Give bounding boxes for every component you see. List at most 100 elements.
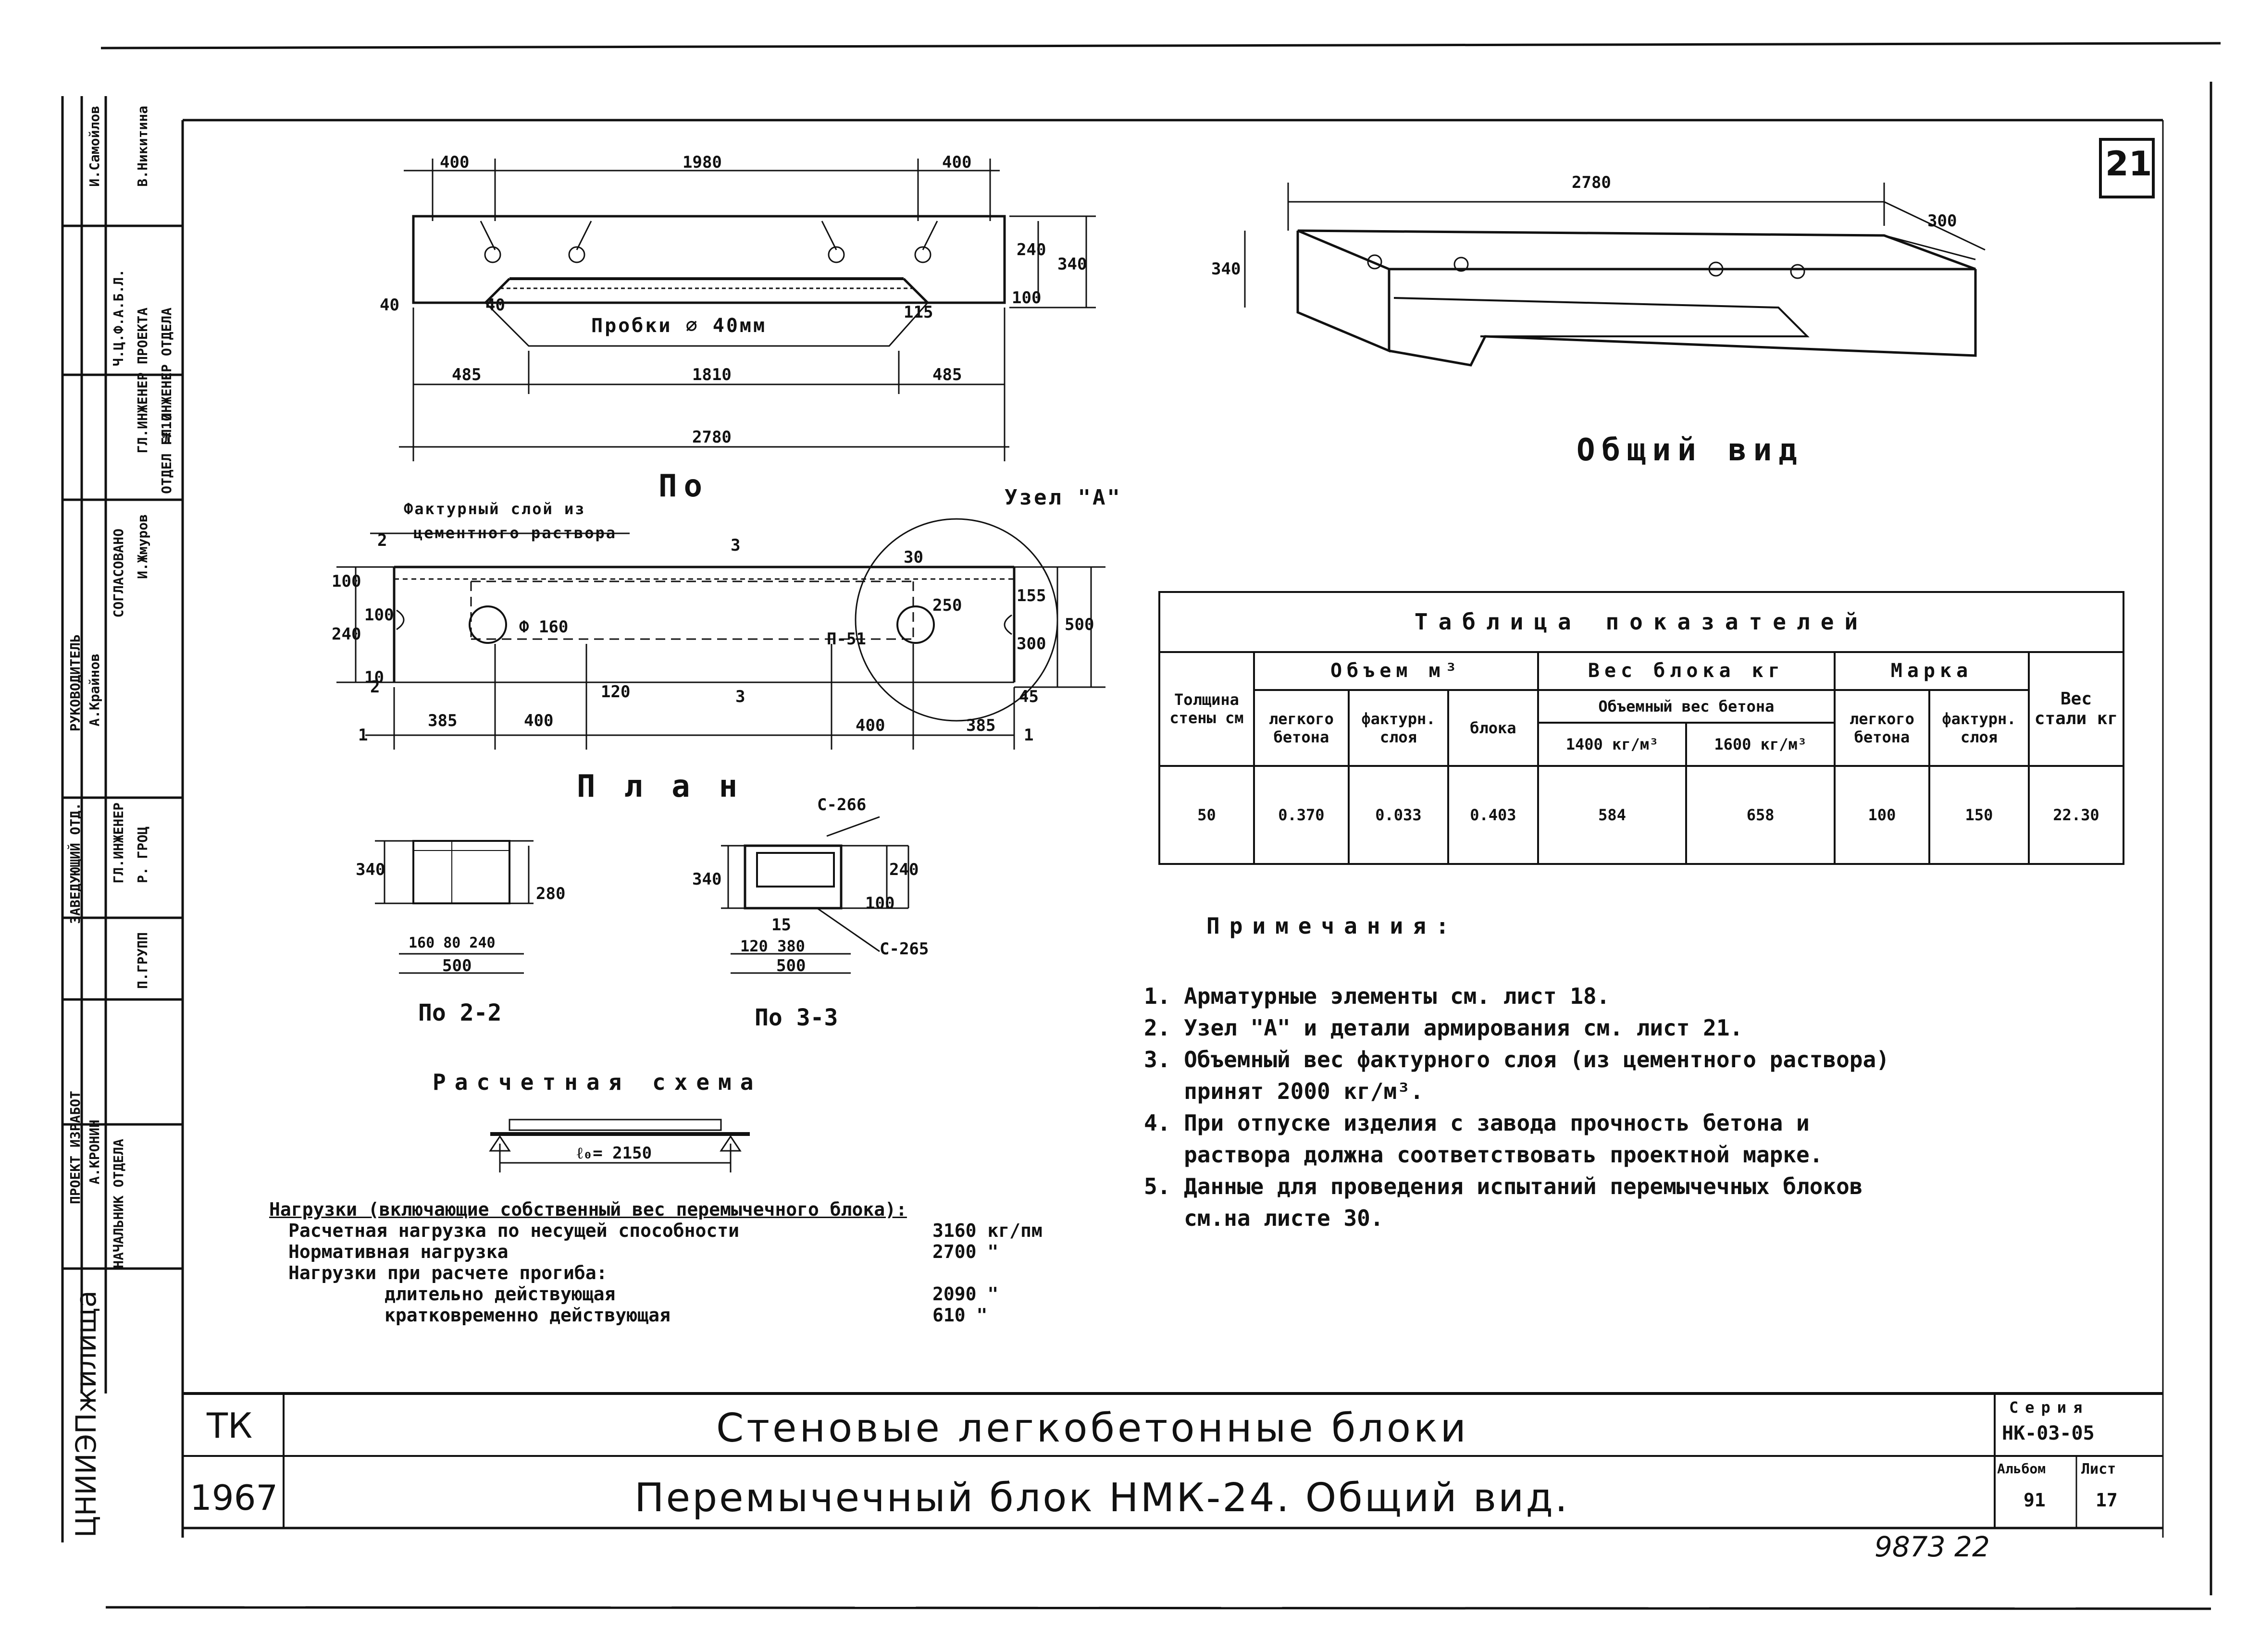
dim-label: 240 — [1017, 240, 1046, 259]
stamp-text: Ч.Ц.Ф.А.Б.Л. — [111, 269, 126, 367]
layer-label: Фактурный слой из — [404, 500, 586, 518]
note-item: 2. Узел "А" и детали армирования см. лис… — [1144, 1015, 1743, 1041]
stamp-text: СОГЛАСОВАНО — [111, 529, 126, 618]
sheet-label: Лист — [2081, 1461, 2116, 1478]
dim-label: 10 — [364, 668, 384, 687]
section-mark: 2 — [377, 531, 387, 550]
dim-label: 385 — [966, 716, 996, 735]
span-label: ℓ₀= 2150 — [577, 1144, 652, 1163]
load-row: кратковременно действующая 610 " — [385, 1305, 1022, 1326]
dim-label: 340 — [356, 860, 385, 879]
th-w1600: 1600 кг/м³ — [1685, 721, 1836, 767]
dim-label: 400 — [856, 716, 885, 735]
dim-label: 115 — [904, 303, 933, 322]
dim-label: 100 — [332, 572, 361, 591]
table-cell: 584 — [1537, 765, 1688, 865]
stamp-text: ГЛ.ИНЖЕНЕР ПРОЕКТА — [135, 308, 150, 454]
notes-heading: Примечания: — [1206, 913, 1459, 939]
dim-label: 385 — [428, 711, 458, 730]
note-item: 3. Объемный вес фактурного слоя (из цеме… — [1144, 1047, 1889, 1073]
table-cell: 658 — [1685, 765, 1836, 865]
th-grade: Марка — [1833, 651, 2030, 691]
dim-label: 30 — [904, 548, 923, 567]
th-grade-facing: фактурн. слоя — [1928, 689, 2030, 767]
note-item: 4. При отпуске изделия с завода прочност… — [1144, 1110, 1810, 1136]
stamp-text: И.Жмуров — [135, 514, 150, 579]
note-item: 1. Арматурные элементы см. лист 18. — [1144, 983, 1610, 1009]
dim-label: 485 — [932, 365, 962, 384]
load-label: Нормативная нагрузка — [288, 1241, 509, 1262]
album-value: 91 — [2024, 1490, 2046, 1511]
title-sub: Перемычечный блок НМК-24. Общий вид. — [634, 1475, 1570, 1521]
archive-number: 9873 22 — [1875, 1530, 1990, 1563]
table-cell: 0.033 — [1347, 765, 1449, 865]
dim-label: 240 — [332, 625, 361, 644]
dim-label: 120 — [601, 682, 631, 702]
layer-label: цементного раствора — [413, 524, 617, 542]
table-cell: 0.403 — [1447, 765, 1539, 865]
side-stamp: ПРОЕКТ ИЗРАБОТ А.КРОНИН НАЧАЛЬНИК ОТДЕЛА… — [67, 106, 183, 1393]
dim-label: 500 — [442, 956, 472, 975]
th-w1400: 1400 кг/м³ — [1537, 721, 1688, 767]
dim-label: 300 — [1017, 634, 1046, 653]
dim-label: П-51 — [827, 629, 866, 649]
section-mark: 3 — [735, 687, 745, 706]
stamp-text: А.КРОНИН — [87, 1120, 102, 1184]
load-label: Расчетная нагрузка по несущей способност… — [288, 1220, 739, 1241]
section-mark: 1 — [1024, 726, 1034, 745]
dim-label: 250 — [932, 596, 962, 615]
load-label: Нагрузки при расчете прогиба: — [288, 1262, 608, 1283]
load-row: длительно действующая 2090 " — [385, 1283, 1022, 1305]
dim-label: 500 — [776, 956, 806, 975]
bar-label: С-265 — [880, 939, 929, 959]
section-mark: 2 — [370, 678, 380, 697]
table-cell: 100 — [1833, 765, 1930, 865]
note-item: 5. Данные для проведения испытаний перем… — [1144, 1173, 1863, 1199]
load-value: 2700 " — [932, 1241, 999, 1262]
sheet-value: 17 — [2096, 1490, 2118, 1511]
dim-label: 1810 — [692, 365, 732, 384]
institute-label: ЦНИИЭПжилища — [70, 1290, 102, 1538]
load-row: Нагрузки при расчете прогиба: — [288, 1262, 926, 1283]
stamp-text: ГЛ.ИНЖЕНЕР ОТДЕЛА — [159, 308, 174, 445]
th-thickness: Толщина стены см — [1158, 651, 1255, 767]
notes-list: 1. Арматурные элементы см. лист 18. 2. У… — [1144, 980, 1889, 1234]
load-value: 3160 кг/пм — [932, 1220, 1043, 1241]
th-grade-light: легкого бетона — [1833, 689, 1930, 767]
load-value: 610 " — [932, 1305, 988, 1326]
dim-label: 300 — [1927, 211, 1957, 231]
dim-label: 1980 — [683, 153, 722, 172]
indicators-table: Таблица показателей Толщина стены см Объ… — [1158, 591, 2124, 865]
dim-label: 100 — [364, 605, 394, 625]
table-cell: 0.370 — [1253, 765, 1350, 865]
stamp-text: НАЧАЛЬНИК ОТДЕЛА — [111, 1139, 126, 1269]
album-label: Альбом — [1997, 1461, 2046, 1477]
stamp-text: В.Никитина — [135, 106, 150, 187]
note-item: см.на листе 30. — [1144, 1205, 1384, 1231]
dim-label: 120 380 — [740, 937, 805, 955]
series-label: Серия — [2009, 1398, 2089, 1417]
th-volume: Объем м³ — [1253, 651, 1539, 691]
dim-label: 500 — [1065, 615, 1094, 634]
dim-label: 160 80 240 — [409, 935, 496, 951]
th-vol-light: легкого бетона — [1253, 689, 1350, 767]
th-weight: Вес блока кг — [1537, 651, 1836, 691]
stamp-text: Р. ГРОЦ — [135, 826, 150, 884]
dim-label: 400 — [440, 153, 470, 172]
table-title: Таблица показателей — [1158, 591, 2124, 653]
stamp-text: РУКОВОДИТЕЛЬ — [67, 634, 83, 732]
stamp-text: А.Крайнов — [87, 653, 102, 727]
stamp-text: ПРОЕКТ ИЗРАБОТ — [67, 1091, 83, 1205]
elevation-caption: По — [658, 468, 709, 504]
dim-label: 100 — [865, 894, 895, 913]
title-main: Стеновые легкобетонные блоки — [716, 1405, 1469, 1451]
bar-label: С-266 — [817, 795, 867, 814]
table-cell: 50 — [1158, 765, 1255, 865]
section-caption: По 2-2 — [418, 999, 502, 1026]
dim-label: 340 — [692, 870, 722, 889]
table-cell: 22.30 — [2028, 765, 2124, 865]
load-row: Расчетная нагрузка по несущей способност… — [288, 1220, 1043, 1241]
loads-heading: Нагрузки (включающие собственный вес пер… — [269, 1199, 907, 1220]
load-value: 2090 " — [932, 1283, 999, 1305]
